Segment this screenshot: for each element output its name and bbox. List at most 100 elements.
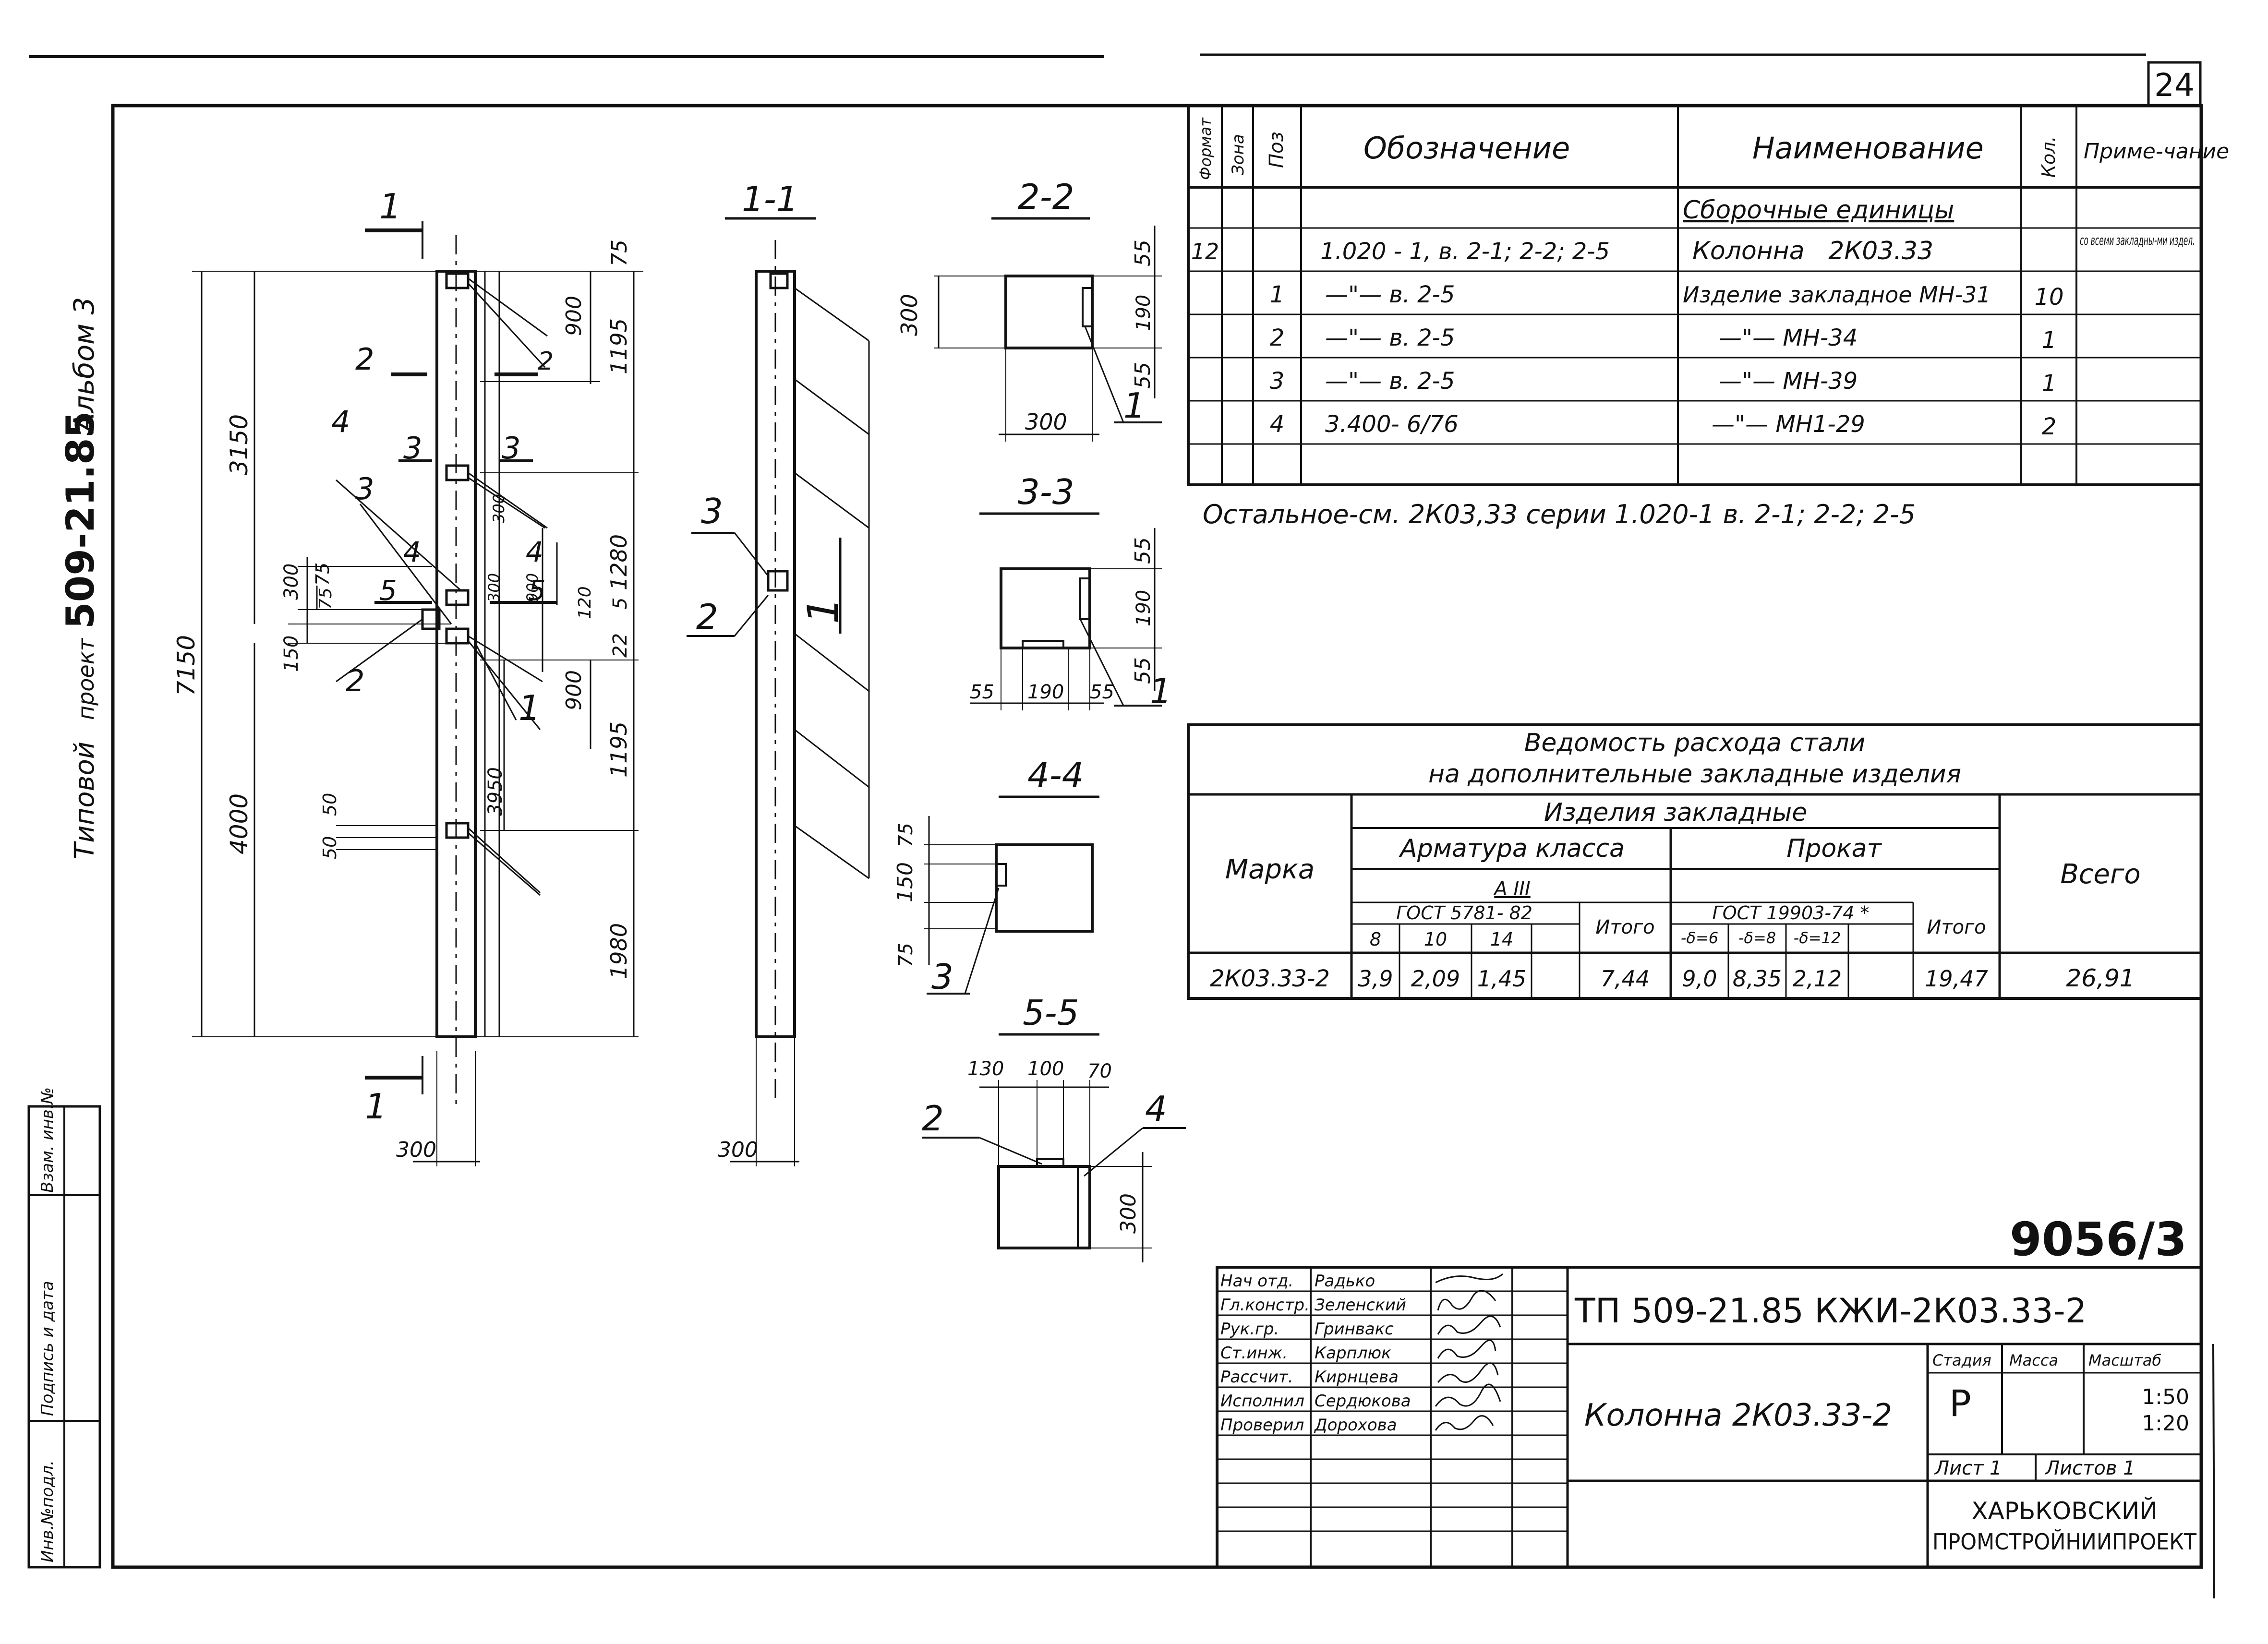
tb-scale2: 1:20 xyxy=(2142,1411,2189,1436)
tb-role-1: Гл.констр. xyxy=(1220,1296,1310,1315)
elev-dim-120: 120 xyxy=(575,586,595,619)
elev-sec-1-top: 1 xyxy=(379,186,401,227)
steel-thick-12: -δ=12 xyxy=(1794,929,1841,947)
steel-class: А III xyxy=(1493,878,1530,900)
side-title-b: проект xyxy=(73,637,99,720)
tb-stage: Р xyxy=(1949,1382,1971,1425)
elev-callout-4: 4 xyxy=(331,404,350,439)
archive-number: 9056/3 xyxy=(2010,1212,2187,1266)
sec55-callout-4: 4 xyxy=(1145,1089,1167,1129)
section-5-5: 5-5 130 100 70 300 2 4 xyxy=(922,993,1186,1262)
elev-dim-150: 150 xyxy=(280,636,302,672)
steel-group: Изделия закладные xyxy=(1544,798,1807,827)
spec-r3-name: —"— МН-39 xyxy=(1719,368,1858,395)
spec-h-format: Формат xyxy=(1196,117,1215,180)
steel-title1: Ведомость расхода стали xyxy=(1524,729,1866,757)
elev-dim-4000: 4000 xyxy=(225,793,253,854)
sec55-dim-100: 100 xyxy=(1027,1058,1064,1080)
elev-dim-75-b: 75 xyxy=(316,588,336,610)
signatures xyxy=(1435,1273,1504,1431)
elev-dim-900-b: 900 xyxy=(562,670,586,710)
spec-h-name: Наименование xyxy=(1752,131,1984,166)
spec-r1-designation: —"— в. 2-5 xyxy=(1325,281,1455,308)
steel-diam-8: 8 xyxy=(1370,929,1381,950)
tb-name-5: Сердюкова xyxy=(1315,1392,1411,1411)
side-title: Типовой проект 509-21.85 Альбом 3 xyxy=(58,297,103,859)
spec-r3-qty: 1 xyxy=(2042,370,2057,397)
elev-sec-5-left: 5 xyxy=(379,574,397,607)
spec-h-designation: Обозначение xyxy=(1363,131,1570,166)
elev-dim-50-a: 50 xyxy=(319,836,340,859)
tb-name-6: Дорохова xyxy=(1314,1416,1397,1435)
tb-role-3: Ст.инж. xyxy=(1220,1344,1288,1363)
steel-itogo-a: Итого xyxy=(1595,916,1654,938)
tb-sheet: Лист 1 xyxy=(1934,1457,2002,1479)
spec-note: Остальное-см. 2К03,33 серии 1.020-1 в. 2… xyxy=(1203,499,1916,529)
tb-org2: ПРОМСТРОЙНИИПРОЕКТ xyxy=(1932,1529,2197,1555)
steel-sub-b: Прокат xyxy=(1786,834,1882,863)
spec-r0-designation: 1.020 - 1, в. 2-1; 2-2; 2-5 xyxy=(1320,238,1610,265)
elev-dim-50-b: 50 xyxy=(319,793,340,816)
sec55-dim-130: 130 xyxy=(967,1058,1004,1080)
stamp-inv: Инв.№подл. xyxy=(38,1460,57,1562)
steel-row-a14: 1,45 xyxy=(1477,966,1526,992)
tb-name-3: Карплюк xyxy=(1315,1344,1391,1363)
elev-dim-900-a: 900 xyxy=(562,296,586,336)
steel-row-a8: 3,9 xyxy=(1358,966,1393,992)
steel-row-b-itogo: 19,47 xyxy=(1925,966,1988,992)
sec55-callout-2: 2 xyxy=(922,1098,944,1139)
steel-table: Ведомость расхода стали на дополнительны… xyxy=(1187,723,2203,1000)
steel-row-marka: 2К03.33-2 xyxy=(1210,965,1330,992)
sec33-callout-1: 1 xyxy=(1150,671,1172,711)
steel-gost-a: ГОСТ 5781- 82 xyxy=(1396,902,1532,924)
sec55-dim-300: 300 xyxy=(1116,1193,1141,1234)
spec-h-note: Приме-чание xyxy=(2084,139,2229,164)
sec55-dim-70: 70 xyxy=(1087,1060,1112,1082)
left-stamp: Инв.№подл. Подпись и дата Взам. инв.№ xyxy=(27,1087,101,1569)
steel-row-b8: 8,35 xyxy=(1733,966,1782,992)
side-title-c: 509-21.85 xyxy=(58,411,103,629)
tb-mass-label: Масса xyxy=(2009,1351,2058,1369)
spec-r0-name: Колонна 2К03.33 xyxy=(1692,237,1933,265)
steel-gost-b: ГОСТ 19903-74 * xyxy=(1713,902,1870,924)
spec-r4-qty: 2 xyxy=(2042,413,2057,440)
sec33-title: 3-3 xyxy=(1018,472,1074,512)
elev-dim-300-b: 300 xyxy=(490,494,508,523)
sec11-callout-3: 3 xyxy=(701,491,723,531)
elev-dim-3950: 3950 xyxy=(484,767,507,816)
steel-thick-8: -δ=8 xyxy=(1738,929,1776,947)
spec-section-title: Сборочные единицы xyxy=(1683,196,1954,225)
tb-sheets: Листов 1 xyxy=(2044,1457,2135,1479)
tb-role-4: Рассчит. xyxy=(1220,1368,1293,1387)
elev-callout-1: 1 xyxy=(519,688,541,728)
spec-h-pos: Поз xyxy=(1266,132,1288,168)
side-title-a: Типовой xyxy=(69,742,100,859)
elev-callout-2: 2 xyxy=(346,663,364,698)
elev-dim-900-c: 900 xyxy=(523,573,542,602)
elev-dim-300-c: 300 xyxy=(485,573,503,602)
elev-sec-5-right: 5 xyxy=(528,574,546,607)
steel-diam-14: 14 xyxy=(1490,929,1513,950)
steel-row-b6: 9,0 xyxy=(1682,966,1717,992)
elev-dim-22: 22 xyxy=(609,633,631,658)
steel-row-a-itogo: 7,44 xyxy=(1601,966,1650,992)
elev-dim-7150: 7150 xyxy=(172,635,200,696)
steel-diam-10: 10 xyxy=(1424,929,1447,950)
section-4-4: 4-4 75 150 75 3 xyxy=(893,755,1099,997)
spec-r3-designation: —"— в. 2-5 xyxy=(1325,368,1455,395)
sec11-callout-2: 2 xyxy=(696,597,718,637)
steel-itogo-b: Итого xyxy=(1927,916,1986,938)
tb-scale1: 1:50 xyxy=(2142,1385,2189,1409)
spec-r1-name: Изделие закладное МН-31 xyxy=(1683,282,1991,308)
elev-dim-1195-a: 1195 xyxy=(606,318,632,374)
sec11-dim-300: 300 xyxy=(718,1138,758,1162)
elev-dim-1195-b: 1195 xyxy=(606,721,632,778)
steel-thick-6: -δ=6 xyxy=(1681,929,1718,947)
sec11-title: 1-1 xyxy=(742,179,798,219)
spec-r1-pos: 1 xyxy=(1270,281,1285,308)
spec-h-zone: Зона xyxy=(1229,134,1248,175)
tb-stage-label: Стадия xyxy=(1932,1351,1991,1369)
tb-name-4: Кирнцева xyxy=(1315,1368,1399,1387)
section-2-2: 2-2 300 300 55 190 55 1 xyxy=(896,177,1162,442)
